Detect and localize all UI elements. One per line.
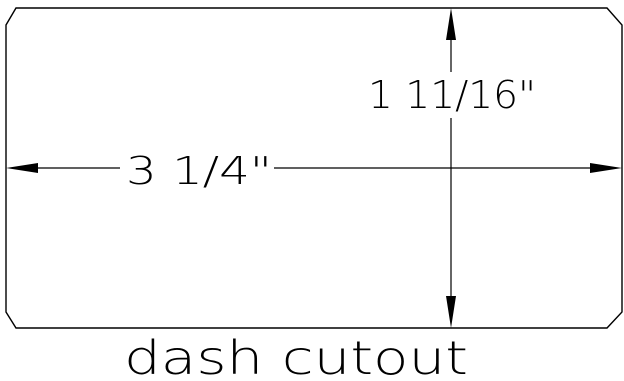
width-dimension-label: 3 1/4" bbox=[126, 149, 272, 193]
cutout-outline bbox=[5, 7, 623, 329]
drawing-title: dash cutout bbox=[124, 331, 468, 381]
width-arrow-right-icon bbox=[590, 163, 622, 173]
width-arrow-left-icon bbox=[6, 163, 38, 173]
height-arrow-bottom-icon bbox=[446, 296, 456, 328]
height-arrow-top-icon bbox=[446, 8, 456, 40]
height-dimension-label: 1 11/16" bbox=[368, 73, 536, 117]
